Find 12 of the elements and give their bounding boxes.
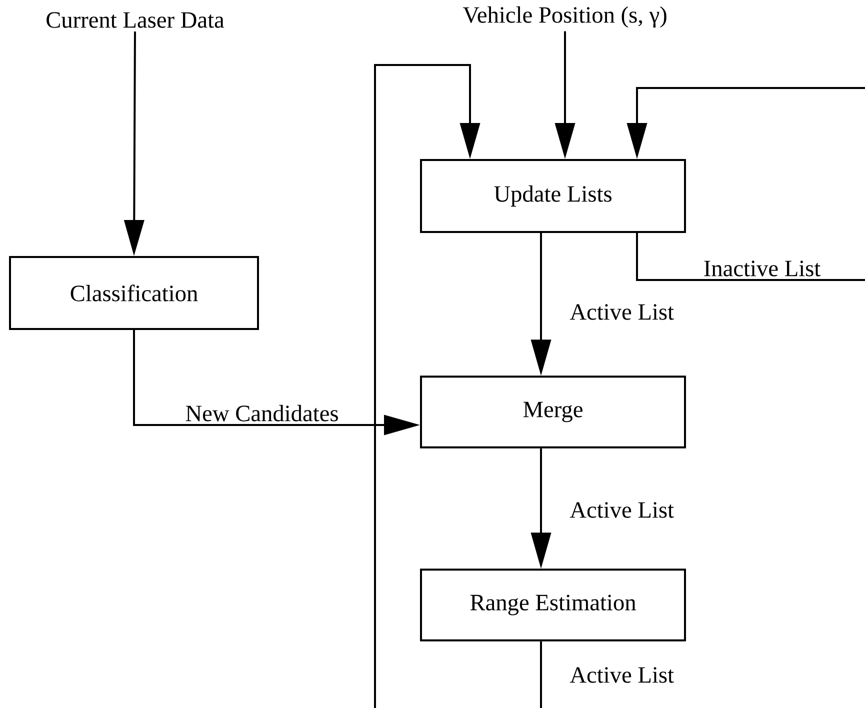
edge-label: Inactive List (704, 260, 821, 276)
edge-label: Active List (570, 667, 674, 683)
edge-label: Active List (570, 304, 674, 320)
arrow (374, 64, 480, 708)
input-label: Current Laser Data (46, 12, 224, 28)
edge-label: Active List (570, 502, 674, 518)
process-box: Classification (9, 256, 259, 330)
edge-label: New Candidates (186, 404, 338, 422)
input-label: Vehicle Position (s, γ) (462, 6, 666, 28)
process-box: Merge (420, 376, 686, 448)
process-box: Update Lists (420, 159, 686, 233)
process-box: Range Estimation (420, 568, 686, 642)
